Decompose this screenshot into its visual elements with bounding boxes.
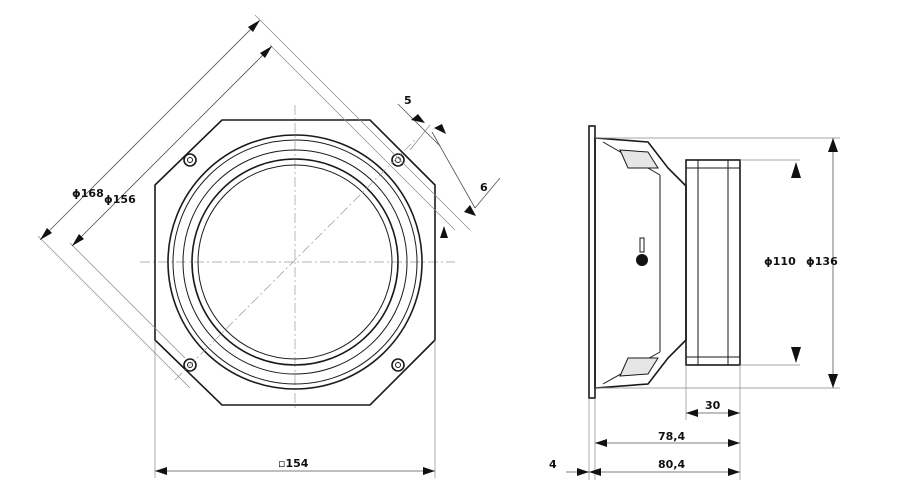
basket-window-top xyxy=(619,149,659,169)
mounting-hole-top-left xyxy=(183,153,197,167)
surround-ring-2 xyxy=(172,139,418,385)
diagonal-hole-axis xyxy=(174,139,416,381)
arrow-6-a xyxy=(434,124,446,134)
arrow-78-4-a xyxy=(595,439,607,447)
front-frame xyxy=(154,119,436,406)
arrow-156-a xyxy=(72,234,84,246)
side-magnet xyxy=(685,159,741,366)
arrow-154-a xyxy=(155,467,167,475)
arrow-168-a xyxy=(40,228,52,240)
label-depth-total: 80,4 xyxy=(658,458,685,471)
mounting-hole-top-right xyxy=(391,153,405,167)
arrow-168-b xyxy=(248,20,260,32)
surround-ring-3 xyxy=(182,149,408,375)
arrow-80-4-a xyxy=(589,468,601,476)
dim-line-6-tail xyxy=(474,177,501,209)
arrow-chamfer-right xyxy=(440,226,448,238)
arrow-30-a xyxy=(686,409,698,417)
basket-window-bottom xyxy=(619,357,659,377)
arrow-154-b xyxy=(423,467,435,475)
label-dia-136: ϕ136 xyxy=(806,255,838,268)
arrow-80-4-b xyxy=(728,468,740,476)
label-magnet-depth: 30 xyxy=(705,399,721,412)
terminal-icon xyxy=(636,237,648,266)
arrow-110-bottom xyxy=(791,347,801,363)
label-dia-110: ϕ110 xyxy=(764,255,796,268)
label-depth-inner: 78,4 xyxy=(658,430,685,443)
arrow-78-4-b xyxy=(728,439,740,447)
arrow-4 xyxy=(577,468,589,476)
label-hole-size: 6 xyxy=(480,181,488,194)
ext-line-lower-inner xyxy=(69,242,186,359)
dim-line-156 xyxy=(71,45,273,247)
dim-line-5 xyxy=(397,103,441,147)
front-view: ϕ168 ϕ156 5 6 ▫154 xyxy=(37,14,501,478)
outer-surround-ring xyxy=(167,134,423,390)
label-dia-168: ϕ168 xyxy=(72,187,104,200)
side-view: ϕ110 ϕ136 30 78,4 80,4 4 xyxy=(549,125,840,480)
arrow-6-b xyxy=(464,205,476,216)
mounting-hole-bottom-right xyxy=(391,358,405,372)
arrow-156-b xyxy=(260,46,272,58)
ext-line-upper-outer xyxy=(254,14,471,231)
label-flange-4: 4 xyxy=(549,458,557,471)
arrow-136-bottom xyxy=(828,374,838,388)
ext-line-lower-outer xyxy=(37,235,191,389)
label-hole-offset: 5 xyxy=(404,94,412,107)
dim-line-168 xyxy=(39,19,261,241)
dim-line-6 xyxy=(431,131,476,209)
ext-line-hole-edge xyxy=(409,124,431,151)
arrow-5 xyxy=(411,114,425,123)
arrow-110-top xyxy=(791,162,801,178)
cone-ring xyxy=(191,158,399,366)
label-dia-156: ϕ156 xyxy=(104,193,136,206)
cone-inner-ring xyxy=(197,164,393,360)
ext-line-upper-inner xyxy=(269,44,456,231)
label-square-154: ▫154 xyxy=(278,457,309,470)
arrow-136-top xyxy=(828,138,838,152)
arrow-30-b xyxy=(728,409,740,417)
mounting-hole-bottom-left xyxy=(183,358,197,372)
side-flange xyxy=(588,125,596,399)
